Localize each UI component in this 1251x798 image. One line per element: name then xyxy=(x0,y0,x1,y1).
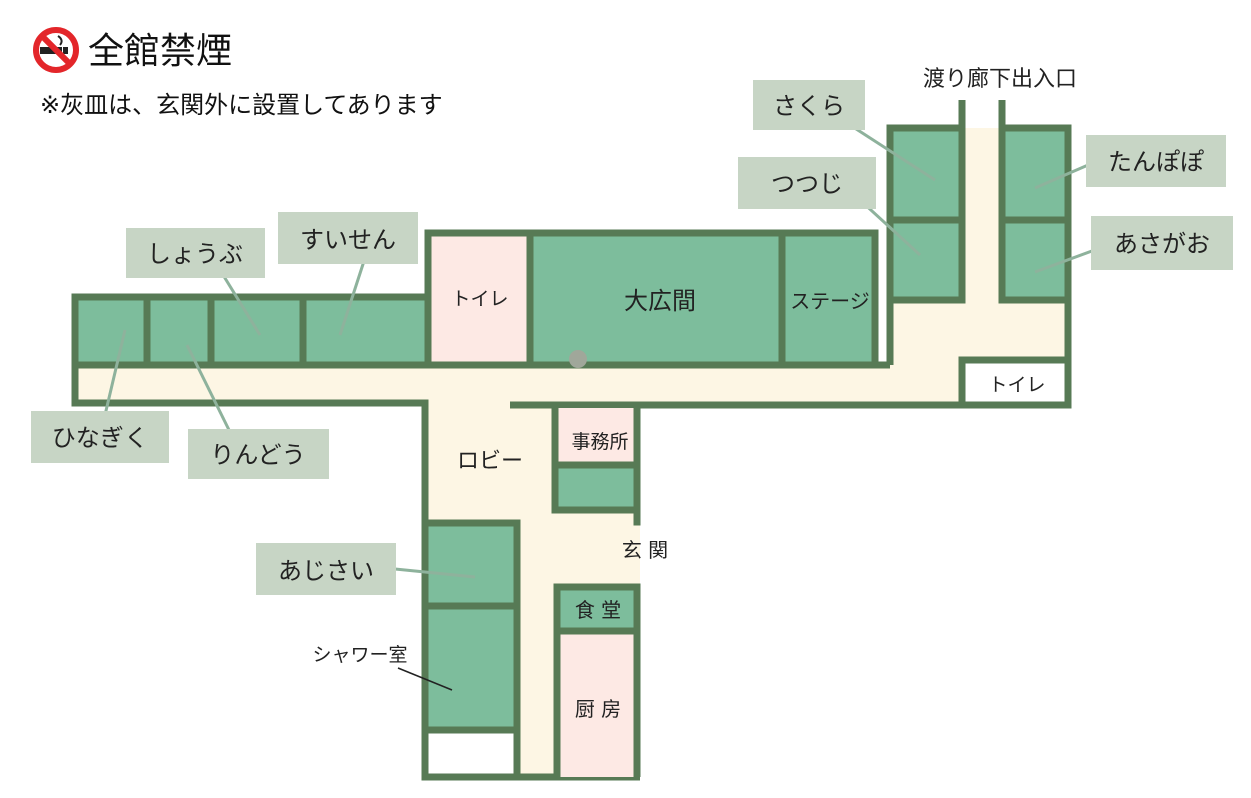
toilet-east xyxy=(965,360,1068,403)
east-wing xyxy=(510,100,1072,409)
stage xyxy=(782,235,872,365)
kitchen-label: 厨 房 xyxy=(575,697,621,721)
tsutsuji-label: つつじ xyxy=(771,170,843,198)
room-labels: トイレ 大広間 ステージ トイレ 事務所 食 堂 厨 房 ロビー 玄 関 渡り廊… xyxy=(312,67,1077,721)
page-title: 全館禁煙 xyxy=(88,31,232,72)
callout-suisen: すいせん xyxy=(278,212,418,336)
central-block xyxy=(424,229,890,369)
sakura-label: さくら xyxy=(773,92,845,120)
guest-room-callouts: さくら つつじ たんぽぽ あさがお しょうぶ すいせん xyxy=(31,80,1233,595)
toilet-center xyxy=(430,235,530,365)
callout-rindou: りんどう xyxy=(185,344,329,479)
grand-hall-label: 大広間 xyxy=(624,287,696,315)
callout-tsutsuji: つつじ xyxy=(738,157,922,257)
entrance-label: 玄 関 xyxy=(622,538,668,562)
tanpopo-label: たんぽぽ xyxy=(1108,148,1204,176)
callout-ajisai: あじさい xyxy=(256,543,476,595)
suisen-label: すいせん xyxy=(300,226,396,254)
office xyxy=(557,408,637,465)
dining-label: 食 堂 xyxy=(575,598,621,622)
dining-room xyxy=(557,588,637,630)
callout-hinagiku: ひなぎく xyxy=(31,329,169,463)
corridor-exit-label: 渡り廊下出入口 xyxy=(923,67,1077,92)
west-wing xyxy=(71,293,434,407)
callout-tanpopo: たんぽぽ xyxy=(1034,135,1226,190)
shower-label: シャワー室 xyxy=(312,644,407,666)
callout-sakura: さくら xyxy=(753,80,936,182)
asagao-label: あさがお xyxy=(1114,230,1210,258)
toilet-east-label: トイレ xyxy=(988,374,1045,396)
kitchen xyxy=(557,632,637,777)
ashtray-note: ※灰皿は、玄関外に設置してあります xyxy=(40,91,443,119)
shower-leader xyxy=(397,667,453,691)
hinagiku-label: ひなぎく xyxy=(52,424,148,452)
callout-asagao: あさがお xyxy=(1034,216,1233,274)
office-label: 事務所 xyxy=(571,431,628,453)
shoubu-label: しょうぶ xyxy=(147,240,243,268)
no-smoking-icon xyxy=(33,27,79,73)
stage-label: ステージ xyxy=(790,289,870,313)
toilet-center-label: トイレ xyxy=(451,288,508,310)
ajisai-label: あじさい xyxy=(278,557,374,585)
pillar-marker xyxy=(569,350,587,368)
lobby-label: ロビー xyxy=(457,449,523,474)
callout-shoubu: しょうぶ xyxy=(126,228,265,336)
rindou-label: りんどう xyxy=(210,441,305,469)
grand-hall xyxy=(530,235,782,365)
south-wing xyxy=(421,403,641,781)
